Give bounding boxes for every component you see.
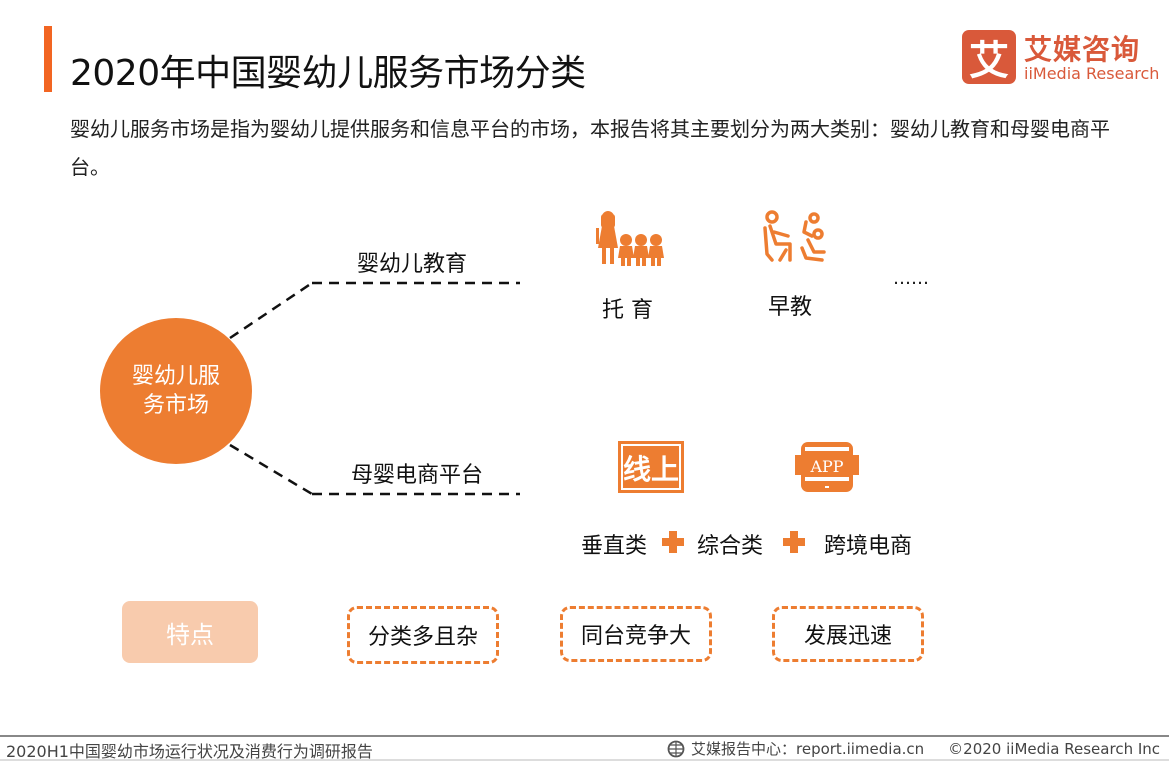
feature-box-competition: 同台竞争大	[560, 606, 712, 662]
ecom-item-vertical: 垂直类	[581, 534, 648, 559]
edu-item-ellipsis: ……	[893, 268, 929, 289]
center-node: 婴幼儿服务市场	[100, 318, 252, 464]
branch-label-ecommerce: 母婴电商平台	[351, 463, 484, 488]
edu-item-early-education: 早教	[768, 295, 813, 320]
branch-label-education: 婴幼儿教育	[357, 252, 468, 277]
footer-report-title: 2020H1中国婴幼市场运行状况及消费行为调研报告	[6, 742, 373, 761]
connector-lower-diagonal	[229, 443, 313, 496]
features-tag: 特点	[122, 601, 258, 663]
title-accent-bar	[44, 26, 52, 92]
feature-box-rapid-growth: 发展迅速	[772, 606, 924, 662]
svg-text:线上: 线上	[623, 453, 679, 486]
logo-mark-icon: 艾	[962, 30, 1016, 84]
page-description: 婴幼儿服务市场是指为婴幼儿提供服务和信息平台的市场，本报告将其主要划分为两大类别…	[70, 117, 1110, 179]
plus-icon	[783, 531, 805, 553]
online-stamp-icon: 线上	[618, 441, 684, 493]
footer-report-center: 艾媒报告中心：report.iimedia.cn	[691, 740, 925, 758]
app-tablet-icon: APP	[795, 442, 859, 492]
feature-box-diverse: 分类多且杂	[347, 606, 499, 664]
early-education-icon	[763, 210, 826, 262]
ecom-item-comprehensive: 综合类	[697, 534, 764, 559]
ecom-item-cross-border: 跨境电商	[824, 534, 913, 559]
iimedia-logo: 艾 艾媒咨询 iiMedia Research	[962, 30, 1160, 86]
logo-cn-text: 艾媒咨询	[1024, 33, 1141, 66]
globe-icon	[667, 740, 685, 757]
logo-en-text: iiMedia Research	[1024, 64, 1160, 83]
footer-bottom-line	[0, 759, 1169, 761]
footer-divider	[0, 735, 1169, 737]
plus-icon	[662, 531, 684, 553]
footer-source: 艾媒报告中心：report.iimedia.cn ©2020 iiMedia R…	[667, 738, 1160, 759]
connector-upper-diagonal	[229, 281, 313, 340]
edu-item-childcare: 托 育	[602, 298, 653, 323]
page-title: 2020年中国婴幼儿服务市场分类	[70, 53, 586, 94]
svg-text:APP: APP	[809, 457, 843, 476]
footer-copyright: ©2020 iiMedia Research Inc	[948, 739, 1161, 758]
childcare-family-icon	[596, 211, 664, 266]
